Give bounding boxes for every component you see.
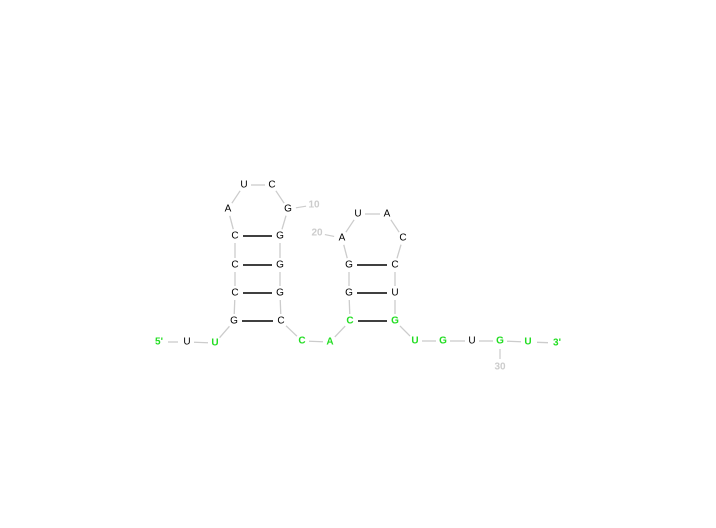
nucleotide-18: G: [345, 288, 353, 299]
backbone-link: [279, 299, 282, 315]
nucleotide-5: C: [231, 260, 238, 271]
nucleotide-4: C: [231, 288, 238, 299]
index-label-layer: 10 20 30: [295, 200, 506, 373]
backbone-link: [390, 219, 400, 233]
backbone-link: [193, 341, 209, 344]
backbone-link: [396, 244, 402, 259]
backbone-link: [229, 215, 234, 230]
backbone-link: [233, 299, 236, 315]
nucleotide-14: C: [277, 316, 284, 327]
backbone-link: [231, 190, 241, 204]
backbone-link: [345, 219, 355, 233]
index-label: 20: [311, 228, 323, 239]
nucleotide-15: C: [298, 336, 305, 347]
backbone-link: [219, 325, 230, 339]
nucleotide-9: C: [268, 180, 275, 191]
nucleotide-30: G: [496, 336, 504, 347]
nucleotide-25: U: [391, 288, 398, 299]
nucleotide-19: G: [345, 260, 353, 271]
nucleotide-6: C: [231, 231, 238, 242]
five-prime-end-label: 5': [155, 337, 163, 348]
nucleotide-12: G: [276, 260, 284, 271]
index-label: 10: [308, 200, 320, 211]
nucleotide-23: C: [399, 233, 406, 244]
backbone-link: [334, 325, 346, 338]
nucleotide-26: G: [391, 316, 399, 327]
nucleotide-28: G: [439, 336, 447, 347]
nucleotide-11: G: [276, 231, 284, 242]
nucleotide-22: A: [384, 209, 391, 220]
nucleotide-3: G: [230, 316, 238, 327]
nucleotide-21: U: [354, 209, 361, 220]
nucleotide-31: U: [524, 337, 531, 348]
backbone-link: [281, 215, 287, 230]
nucleotide-17: C: [346, 316, 353, 327]
nucleotide-layer: U U G C C C A U C G G G G C C A C G G A U A C C U G U G U G U: [183, 180, 531, 349]
backbone-link: [399, 325, 411, 337]
backbone-link: [308, 340, 324, 343]
nucleotide-27: U: [411, 336, 418, 347]
nucleotide-13: G: [276, 288, 284, 299]
backbone-layer: [168, 184, 549, 344]
nucleotide-1: U: [183, 337, 190, 348]
nucleotide-8: U: [240, 180, 247, 191]
nucleotide-24: C: [391, 260, 398, 271]
backbone-link: [343, 244, 348, 259]
index-tick: [295, 205, 307, 209]
nucleotide-7: A: [225, 204, 232, 215]
index-label: 30: [494, 362, 506, 373]
backbone-link: [506, 340, 522, 343]
nucleotide-10: G: [284, 204, 292, 215]
backbone-link: [275, 190, 285, 204]
index-tick: [324, 233, 335, 238]
base-pair-layer: [242, 235, 387, 322]
nucleotide-29: U: [468, 336, 475, 347]
nucleotide-16: A: [326, 337, 333, 348]
backbone-link: [348, 299, 351, 315]
backbone-link: [285, 325, 298, 337]
nucleotide-20: A: [339, 233, 346, 244]
three-prime-end-label: 3': [553, 338, 561, 349]
nucleotide-2: U: [211, 338, 218, 349]
